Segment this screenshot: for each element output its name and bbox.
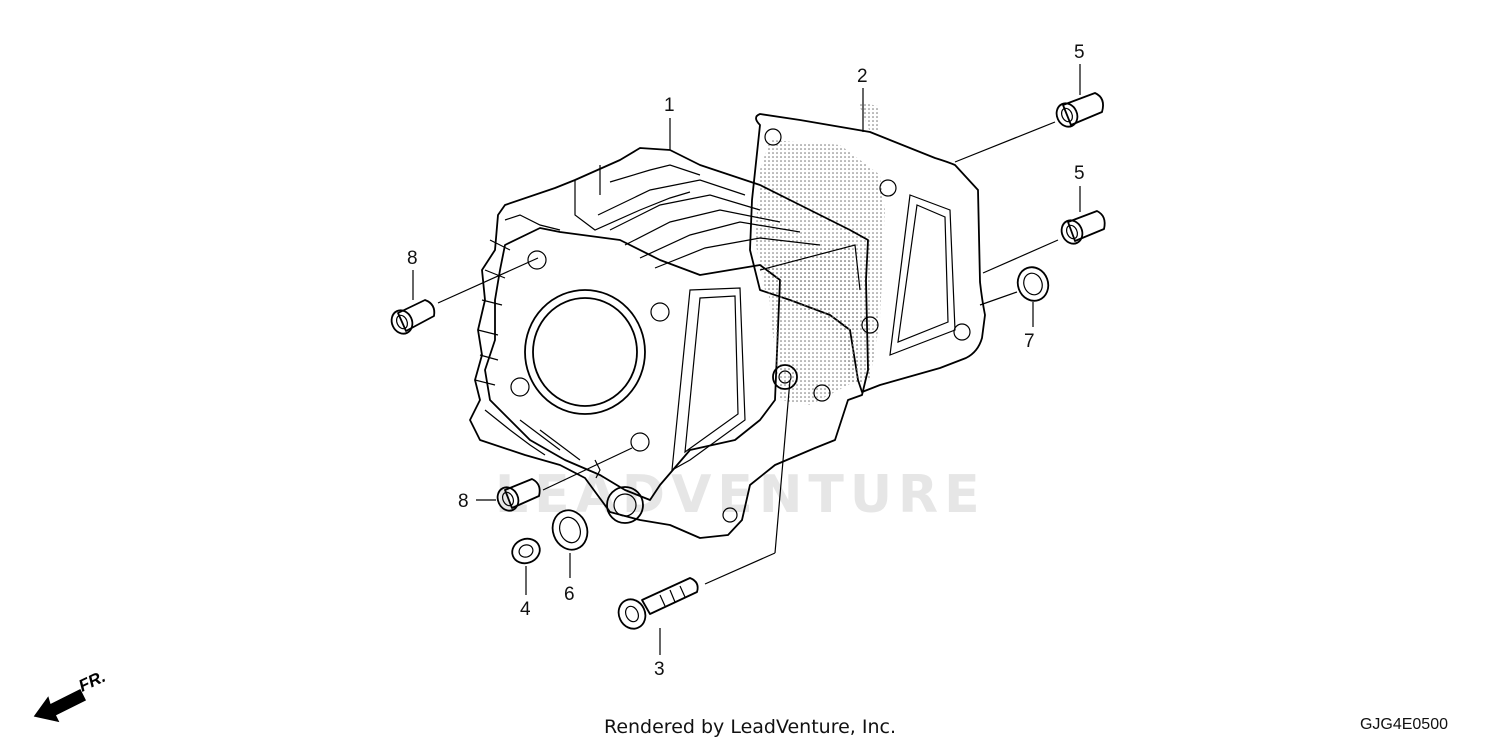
callout-5-lower: 5 [1074,163,1085,184]
callout-5-upper: 5 [1074,42,1085,63]
o-ring-lower[interactable] [547,505,593,554]
callout-4: 4 [520,599,531,620]
callout-6: 6 [564,584,575,605]
dowel-pin-lower-right[interactable] [1058,210,1106,247]
callout-2: 2 [857,66,868,87]
washer[interactable] [509,535,544,567]
footer-credit: Rendered by LeadVenture, Inc. [603,716,897,738]
front-arrow-icon [33,688,87,723]
diagram-code: GJG4E0500 [1359,716,1448,733]
callout-1: 1 [664,95,675,116]
cylinder[interactable] [469,147,869,539]
front-arrow: FR. [33,667,109,723]
callout-8-left: 8 [407,248,418,269]
dowel-pin-bottom[interactable] [494,478,541,514]
dowel-pin-left[interactable] [388,299,436,337]
callout-3: 3 [654,659,665,680]
callout-7: 7 [1024,331,1035,352]
callout-8-bottom: 8 [458,491,469,512]
leader-lines [412,64,1081,655]
flange-bolt[interactable] [614,577,699,633]
watermark-text: LEADVENTURE [495,465,986,525]
o-ring[interactable] [1013,263,1053,305]
callout-labels: 1 2 3 4 5 5 6 7 8 8 [407,42,1085,680]
dowel-pin-upper-right[interactable] [1053,92,1104,130]
